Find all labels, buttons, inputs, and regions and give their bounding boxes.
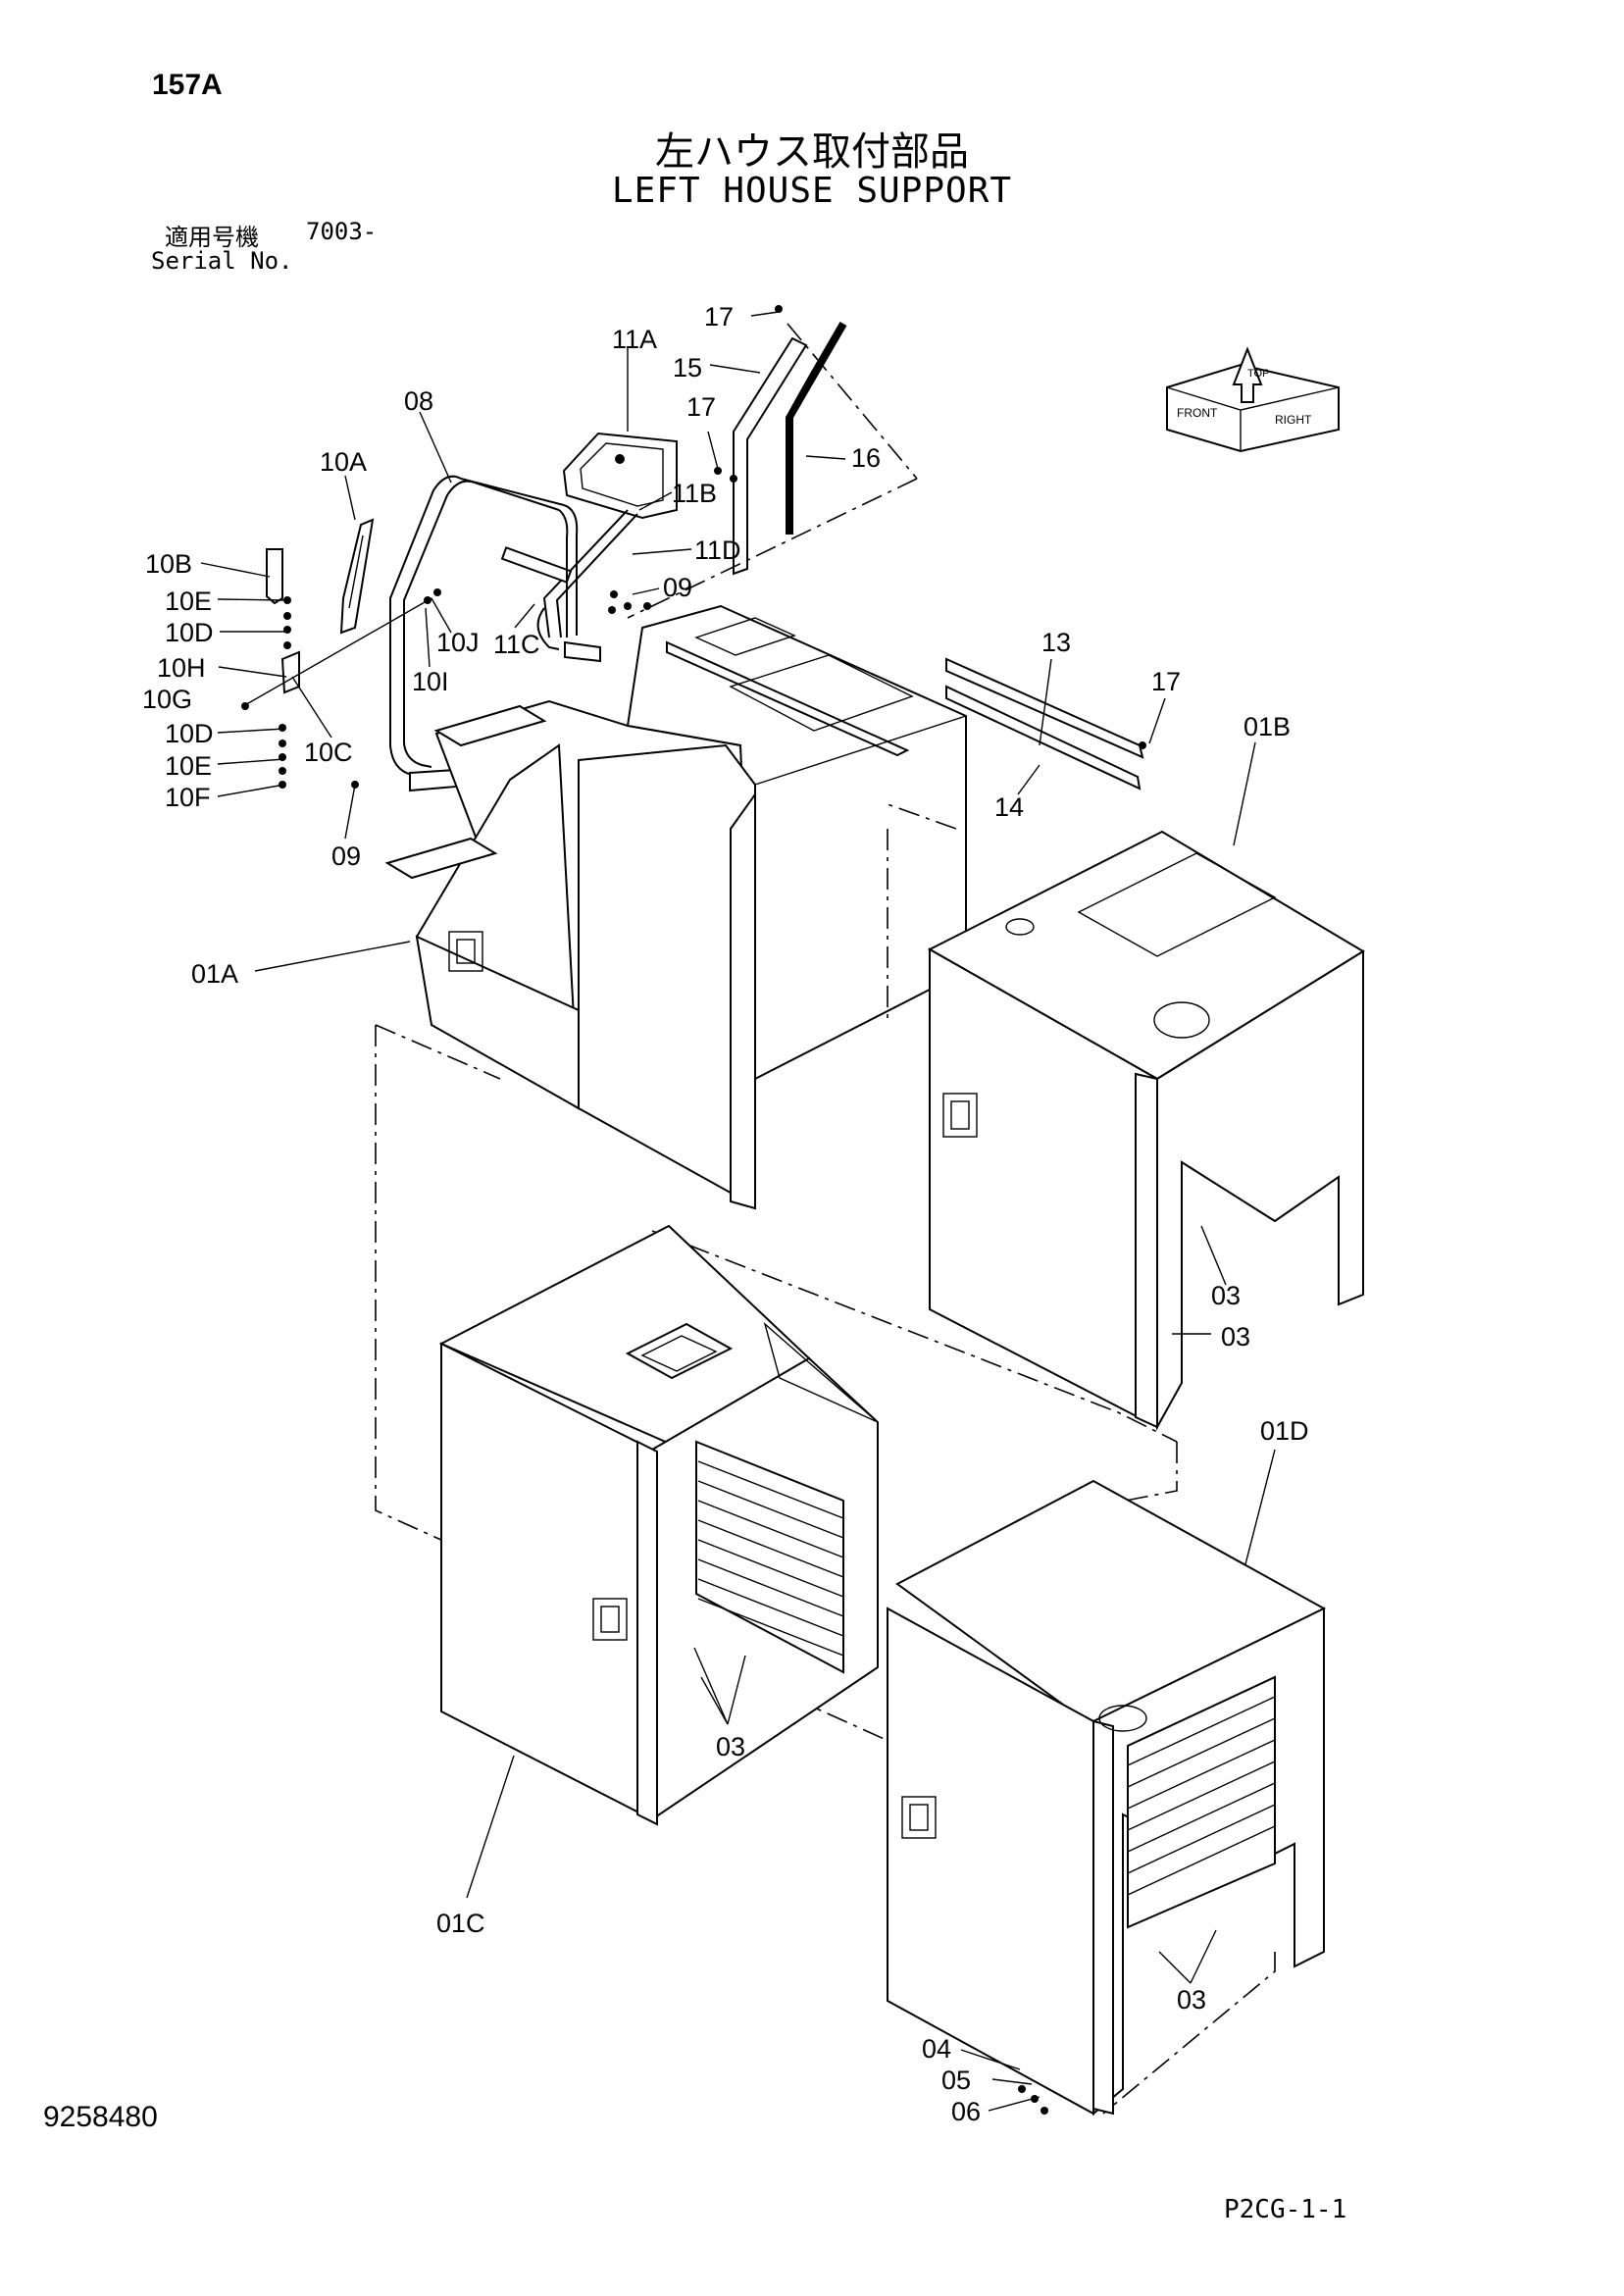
callout-16: 16: [851, 443, 881, 473]
callout-06: 06: [951, 2097, 981, 2126]
serial-label-english: Serial No.: [151, 247, 293, 275]
seal-strip-16: [784, 321, 847, 535]
callout-10c: 10C: [304, 738, 353, 767]
mirror-stay-11c: [500, 509, 638, 663]
callout-labels: 17 11A 15 17 16 08 10A 11B 11D 10B 10E 1…: [142, 302, 1309, 2126]
callout-04: 04: [922, 2034, 951, 2064]
icon-label-top: TOP: [1247, 368, 1269, 380]
callout-03-a: 03: [1211, 1281, 1241, 1310]
callout-11a: 11A: [612, 325, 657, 354]
house-cover-01a: [384, 604, 967, 1210]
callout-01b: 01B: [1243, 712, 1291, 741]
callout-05: 05: [941, 2066, 971, 2095]
callout-15: 15: [673, 353, 702, 383]
orientation-cube-icon: FRONT RIGHT TOP: [1166, 346, 1340, 453]
callout-13: 13: [1041, 628, 1071, 657]
handrail-08: [389, 475, 579, 792]
callout-17a: 17: [704, 302, 734, 332]
bolt-dots: [241, 305, 1146, 789]
cover-plate-15: [733, 336, 808, 576]
callout-08: 08: [404, 386, 433, 416]
house-cover-01b: [927, 830, 1365, 1431]
callout-10d-lower: 10D: [165, 719, 214, 748]
callout-10d-upper: 10D: [165, 618, 214, 647]
callout-10b: 10B: [145, 549, 192, 579]
callout-01d: 01D: [1260, 1416, 1309, 1446]
callout-11d: 11D: [694, 536, 741, 565]
leader-line: [242, 597, 432, 707]
callout-10e-upper: 10E: [165, 587, 212, 616]
callout-03-b: 03: [1221, 1322, 1250, 1352]
reflector-10a: [266, 518, 375, 694]
callout-17b: 17: [686, 392, 716, 422]
callout-10h: 10H: [157, 653, 206, 683]
rail-13: [945, 657, 1144, 791]
callout-14: 14: [994, 792, 1024, 822]
callout-11b: 11B: [672, 479, 717, 508]
callout-01c: 01C: [436, 1909, 485, 1938]
mirror-11a: [562, 432, 678, 520]
icon-label-front: FRONT: [1177, 406, 1218, 420]
sheet-code: P2CG-1-1: [1224, 2195, 1347, 2224]
callout-09-upper: 09: [663, 573, 692, 602]
alignment-line: [627, 478, 918, 619]
icon-label-right: RIGHT: [1275, 413, 1312, 427]
callout-10j: 10J: [436, 628, 480, 657]
callout-10a: 10A: [320, 447, 367, 477]
callout-10g: 10G: [142, 685, 192, 714]
callout-10e-lower: 10E: [165, 751, 212, 781]
house-cover-01d: [887, 1479, 1326, 2117]
callout-01a: 01A: [191, 959, 238, 989]
page-title-english: LEFT HOUSE SUPPORT: [611, 171, 1013, 211]
callout-10i: 10I: [412, 667, 449, 696]
callout-03-d: 03: [1177, 1985, 1206, 2015]
serial-label-japanese: 適用号機: [165, 224, 259, 251]
drawing-number: 9258480: [43, 2101, 158, 2133]
callout-10f: 10F: [165, 783, 211, 812]
callout-03-c: 03: [716, 1732, 745, 1761]
callout-11c: 11C: [493, 630, 540, 659]
house-cover-01c: [438, 1224, 879, 1826]
alignment-line: [787, 323, 918, 480]
callout-09-lower: 09: [331, 842, 361, 871]
page-title-japanese: 左ハウス取付部品: [655, 129, 969, 175]
callout-17c: 17: [1151, 667, 1181, 696]
page-code: 157A: [152, 69, 223, 101]
serial-number-value: 7003-: [306, 218, 378, 245]
leader-lines: [200, 311, 1276, 2112]
